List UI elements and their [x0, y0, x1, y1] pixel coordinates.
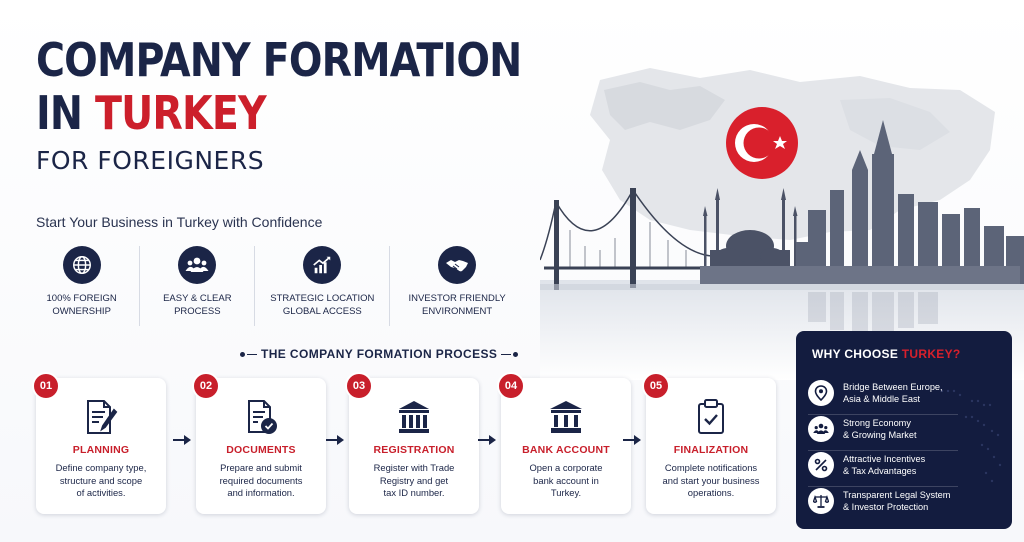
- why-item-line: & Investor Protection: [843, 502, 929, 512]
- step-desc-line: Open a corporate: [529, 462, 603, 473]
- feature-label-line2: OWNERSHIP: [52, 305, 111, 317]
- step-title: REGISTRATION: [373, 444, 455, 456]
- feature-label-line2: PROCESS: [174, 305, 221, 317]
- people-group-icon: [808, 416, 834, 442]
- clipboard-check-icon: [646, 398, 776, 436]
- percent-icon: [808, 452, 834, 478]
- document-pen-icon: [36, 398, 166, 436]
- feature-label-line2: ENVIRONMENT: [421, 305, 493, 317]
- scales-icon: [808, 488, 834, 514]
- feature-label-line1: 100% FOREIGN: [46, 293, 117, 304]
- why-item: Bridge Between Europe, Asia & Middle East: [808, 376, 1004, 410]
- arrow-right-icon: [173, 435, 191, 445]
- heading-dot-icon: [513, 351, 519, 357]
- turkish-flag-icon: [726, 107, 798, 179]
- process-step-card: 01 PLANNING Define company type,structur…: [32, 372, 166, 514]
- why-item-line: Asia & Middle East: [843, 394, 921, 404]
- institution-icon: [349, 398, 479, 436]
- world-map-pattern: [940, 389, 1002, 483]
- step-desc-line: operations.: [687, 487, 735, 498]
- feature-label-line1: EASY & CLEAR: [163, 293, 232, 304]
- step-desc-line: tax ID number.: [383, 487, 445, 498]
- step-desc-line: and information.: [227, 487, 295, 498]
- why-item-line: Bridge Between Europe,: [843, 381, 943, 392]
- growth-chart-icon: [303, 246, 342, 284]
- title-line3: FOR FOREIGNERS: [36, 146, 265, 175]
- step-desc-line: Turkey.: [550, 487, 582, 498]
- document-check-icon: [196, 398, 326, 436]
- arrow-right-icon: [623, 435, 641, 445]
- step-desc-line: Registry and get: [379, 474, 449, 486]
- step-title: BANK ACCOUNT: [522, 444, 610, 456]
- title-line2: IN TURKEY: [36, 84, 500, 142]
- why-item-line: Attractive Incentives: [843, 453, 926, 464]
- title-line1: COMPANY FORMATION: [36, 33, 522, 87]
- step-desc-line: of activities.: [76, 487, 126, 498]
- feature-label-line2: GLOBAL ACCESS: [282, 305, 362, 317]
- location-pin-icon: [808, 380, 834, 406]
- arrow-right-icon: [326, 435, 344, 445]
- why-item: Attractive Incentives & Tax Advantages: [808, 448, 1004, 482]
- step-desc-line: Register with Trade: [373, 462, 455, 473]
- why-choose-panel: WHY CHOOSE TURKEY? Bridge Between Europe…: [796, 331, 1012, 529]
- globe-icon: [62, 246, 101, 284]
- why-item: Strong Economy & Growing Market: [808, 412, 1004, 446]
- why-item-line: & Growing Market: [843, 430, 917, 440]
- step-desc-line: structure and scope: [59, 474, 143, 486]
- heading-dot-icon: [240, 351, 245, 357]
- users-icon: [178, 246, 217, 284]
- why-item-line: & Tax Advantages: [843, 466, 917, 476]
- skyline-illustration: [700, 120, 1024, 284]
- step-number-badge: 02: [192, 372, 220, 400]
- title-line2-highlight: TURKEY: [95, 86, 267, 140]
- step-desc-line: bank account in: [533, 474, 599, 486]
- title-block: COMPANY FORMATION IN TURKEY FOR FOREIGNE…: [36, 36, 576, 178]
- why-item-line: Strong Economy: [843, 417, 911, 428]
- bank-icon: [501, 398, 631, 436]
- why-title-prefix: WHY CHOOSE: [812, 347, 902, 361]
- process-heading-text: THE COMPANY FORMATION PROCESS: [261, 347, 498, 361]
- step-title: FINALIZATION: [673, 444, 749, 456]
- step-desc-line: Complete notifications: [664, 462, 758, 473]
- step-desc-line: Prepare and submit: [220, 462, 302, 473]
- why-item: Transparent Legal System & Investor Prote…: [808, 484, 1004, 518]
- step-number-badge: 01: [32, 372, 60, 400]
- step-title: PLANNING: [72, 444, 130, 456]
- handshake-icon: [438, 246, 477, 284]
- why-title-highlight: TURKEY?: [901, 347, 961, 361]
- title-line2-prefix: IN: [36, 86, 96, 140]
- feature-label-line1: INVESTOR FRIENDLY: [408, 293, 506, 304]
- step-desc-line: Define company type,: [55, 462, 147, 473]
- feature-label-line1: STRATEGIC LOCATION: [270, 293, 375, 304]
- step-title: DOCUMENTS: [226, 444, 296, 456]
- step-number-badge: 04: [497, 372, 525, 400]
- process-heading: THE COMPANY FORMATION PROCESS: [240, 347, 519, 361]
- step-number-badge: 03: [345, 372, 373, 400]
- why-title: WHY CHOOSE TURKEY?: [812, 347, 961, 361]
- why-item-line: Transparent Legal System: [843, 489, 951, 500]
- arrow-right-icon: [478, 435, 496, 445]
- tagline: Start Your Business in Turkey with Confi…: [36, 214, 323, 230]
- step-desc-line: and start your business: [662, 474, 760, 486]
- step-number-badge: 05: [642, 372, 670, 400]
- step-desc-line: required documents: [219, 474, 303, 486]
